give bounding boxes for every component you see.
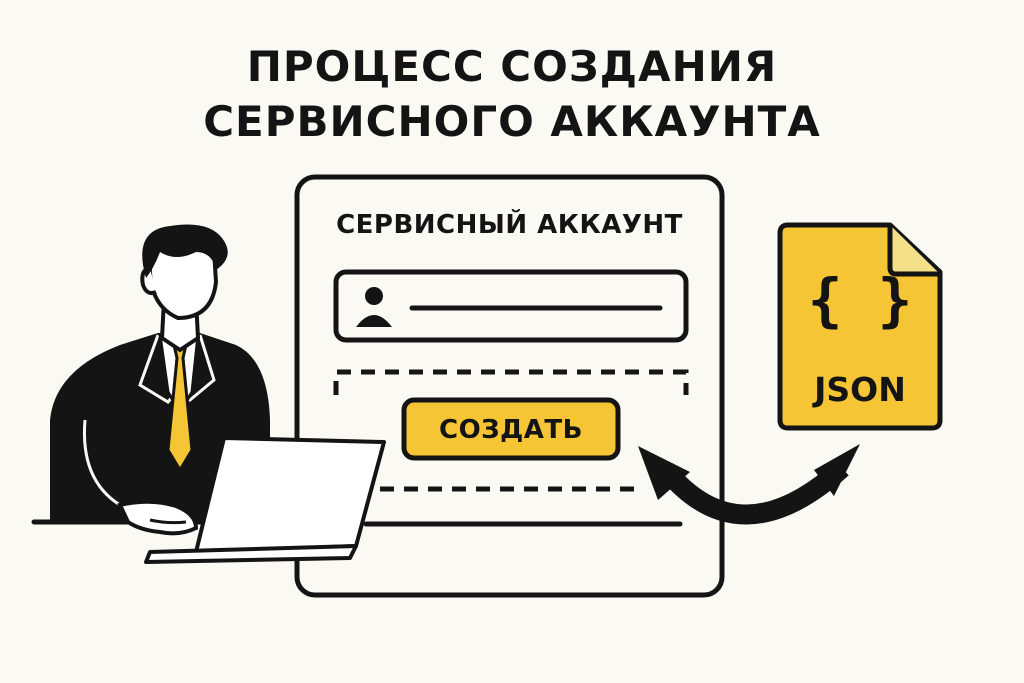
user-icon	[356, 287, 392, 327]
create-button[interactable]	[401, 397, 621, 461]
json-file-label: JSON	[814, 370, 906, 409]
service-account-card	[294, 174, 725, 598]
person-with-laptop	[31, 224, 386, 564]
card-title: СЕРВИСНЫЙ АККАУНТ	[336, 210, 683, 240]
dashed-area-top	[333, 369, 689, 395]
account-name-field[interactable]	[333, 269, 689, 343]
json-file-icon	[777, 222, 943, 431]
json-braces-icon: { }	[807, 266, 913, 334]
exchange-arrow-icon	[638, 444, 860, 525]
create-button-label[interactable]: СОЗДАТЬ	[439, 415, 583, 445]
page-title-line-1: ПРОЦЕСС СОЗДАНИЯ	[246, 42, 778, 91]
page-title-line-2: СЕРВИСНОГО АККАУНТА	[203, 97, 821, 146]
